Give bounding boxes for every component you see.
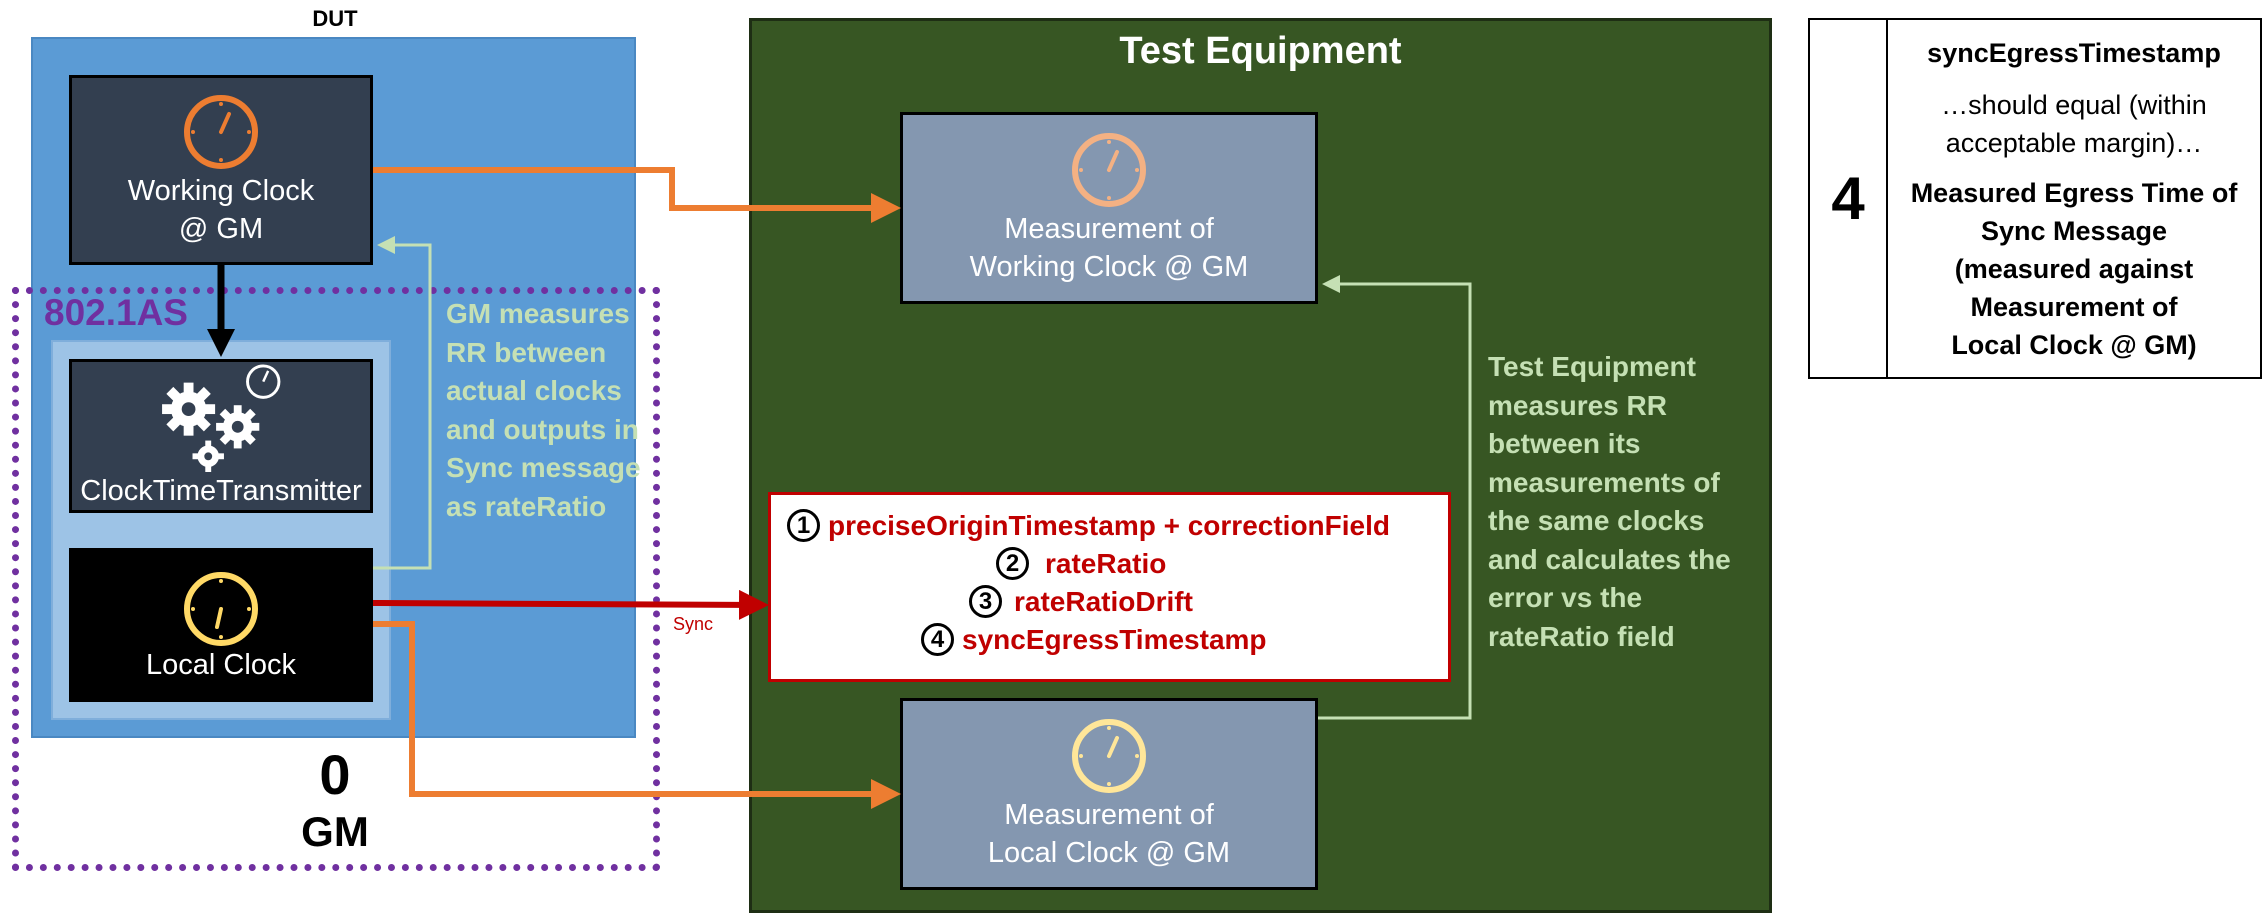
test-equipment-note: Test Equipment measures RR between its m… xyxy=(1488,351,1731,652)
sync-field-2: 2 rateRatio xyxy=(996,547,1166,580)
clock-time-transmitter-box: ClockTimeTransmitter xyxy=(69,359,373,513)
gm-label: GM xyxy=(301,808,369,855)
sync-field-4: 4 syncEgressTimestamp xyxy=(921,623,1267,656)
working-clock-label-2: @ GM xyxy=(178,213,264,245)
clock-icon xyxy=(1072,719,1146,793)
sync-field-3: 3 rateRatioDrift xyxy=(969,585,1193,618)
gm-note: GM measures RR between actual clocks and… xyxy=(446,298,641,522)
field-number: 2 xyxy=(996,547,1029,580)
local-clock-label: Local Clock xyxy=(146,648,296,681)
gm-number: 0 xyxy=(319,743,351,806)
field-number: 1 xyxy=(787,509,820,542)
table-bottom-5: Local Clock @ GM) xyxy=(1951,330,2197,360)
table-bottom-1: Measured Egress Time of xyxy=(1910,178,2238,208)
table-bottom-4: Measurement of xyxy=(1970,292,2178,322)
table-middle-2: acceptable margin)… xyxy=(1945,128,2203,158)
table-bottom-3: (measured against xyxy=(1954,254,2194,284)
table-cell: syncEgressTimestamp …should equal (withi… xyxy=(1888,20,2260,377)
table-header: syncEgressTimestamp xyxy=(1927,38,2221,68)
te-rate-ratio-arrow xyxy=(1318,275,1472,720)
local-clock-box: Local Clock xyxy=(69,548,373,702)
field-number: 3 xyxy=(969,585,1002,618)
table-row-number: 4 xyxy=(1810,20,1888,377)
working-clock-to-measurement-arrow xyxy=(373,167,901,223)
field-text: rateRatio xyxy=(1045,547,1167,579)
dut-title: DUT xyxy=(312,6,358,31)
domain-label: 802.1AS xyxy=(44,292,188,333)
field-number: 4 xyxy=(921,623,954,656)
clock-icon xyxy=(1072,133,1146,207)
sync-message-arrow xyxy=(372,589,769,620)
comparison-table: 4 syncEgressTimestamp …should equal (wit… xyxy=(1808,18,2262,379)
clock-time-transmitter-label: ClockTimeTransmitter xyxy=(80,475,362,507)
sync-field-1: 1 preciseOriginTimestamp + correctionFie… xyxy=(787,509,1390,542)
measurement-local-label-1: Measurement of xyxy=(1004,799,1214,831)
test-equipment-title: Test Equipment xyxy=(1119,30,1402,72)
measurement-working-label-2: Working Clock @ GM xyxy=(969,251,1249,283)
sync-arrow-label: Sync xyxy=(673,614,714,634)
working-clock-label-1: Working Clock xyxy=(127,175,315,207)
local-clock-to-measurement-arrow xyxy=(373,621,901,809)
measurement-working-label-1: Measurement of xyxy=(1004,213,1214,245)
gm-rate-ratio-arrow xyxy=(373,236,432,570)
sync-message-box: 1 preciseOriginTimestamp + correctionFie… xyxy=(768,492,1451,682)
measurement-local-label-2: Local Clock @ GM xyxy=(987,837,1231,869)
field-text: syncEgressTimestamp xyxy=(962,623,1267,655)
gears-icon xyxy=(162,364,281,472)
clock-icon xyxy=(184,571,258,646)
working-clock-box: Working Clock @ GM xyxy=(69,75,373,265)
measurement-working-clock-box: Measurement of Working Clock @ GM xyxy=(900,112,1318,304)
table-bottom-2: Sync Message xyxy=(1980,216,2168,246)
field-text: preciseOriginTimestamp + correctionField xyxy=(828,509,1390,541)
clock-icon xyxy=(184,95,258,169)
domain-boundary xyxy=(12,287,660,871)
field-text: rateRatioDrift xyxy=(1014,585,1193,617)
table-middle-1: …should equal (within xyxy=(1941,90,2207,120)
measurement-local-clock-box: Measurement of Local Clock @ GM xyxy=(900,698,1318,890)
